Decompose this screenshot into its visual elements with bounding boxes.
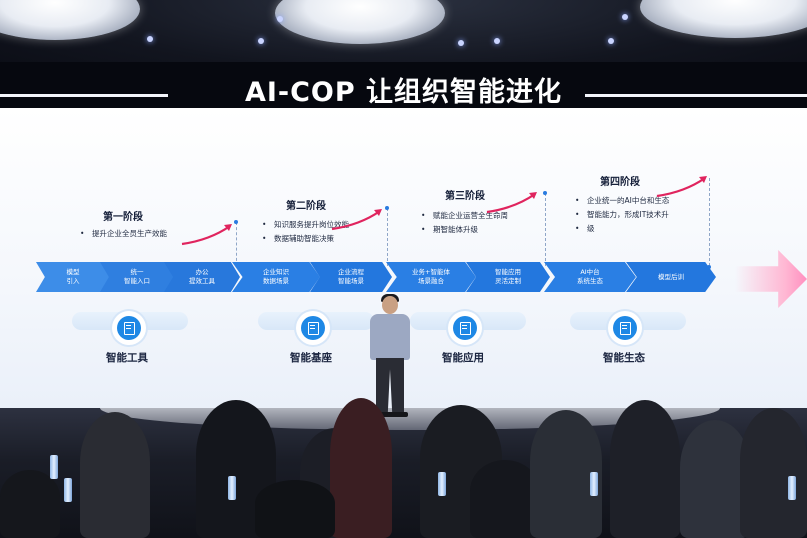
category-label-4: 智能生态 [603,352,645,364]
stage-divider [545,193,546,266]
audience-member [255,480,335,538]
spotlight [147,36,153,42]
stage-2-bullet-1: 知识服务提升岗位效能 [262,218,349,232]
spotlight [622,14,628,20]
stage-3-bullet-2: 期智能体升级 [421,223,478,237]
stage-2-bullet-2: 数据辅助智能决策 [262,232,334,246]
timeline-step: 企业流程智能场景 [310,262,392,292]
title-divider-left [0,94,168,97]
stage-divider-dot [385,206,389,210]
stage-divider [709,178,710,266]
stage-1-bullet-1: 提升企业全员生产效能 [80,227,167,241]
timeline-step: 业务+智能体场景融合 [386,262,476,292]
stage-3-title: 第三阶段 [445,191,485,202]
water-bottle [438,472,446,496]
spotlight [608,38,614,44]
timeline-step: AI中台系统生态 [544,262,636,292]
document-icon [619,321,631,335]
spotlight [458,40,464,46]
ceiling-lamp [0,0,140,40]
stage-divider [387,208,388,266]
audience-member [0,470,60,538]
stage-4-bullet-3: 级 [576,222,595,236]
stage-divider-dot [707,265,711,269]
timeline-step: 智能应用灵活定制 [466,262,550,292]
document-icon [307,321,319,335]
growth-arrow-icon [331,209,382,231]
audience-member [330,398,392,538]
stage-3-bullet-1: 赋能企业运营全生命周 [421,209,508,223]
growth-arrow-icon [656,176,707,198]
stage-1-title: 第一阶段 [103,212,143,223]
title-divider-right [585,94,807,97]
category-label-3: 智能应用 [442,352,484,364]
speaker [364,294,418,422]
growth-arrow-icon [486,192,537,214]
stage-divider-dot [234,220,238,224]
audience-member [470,460,540,538]
stage-4-title: 第四阶段 [600,177,640,188]
timeline-step: 模型后训 [626,262,716,292]
water-bottle [228,476,236,500]
growth-arrow-icon [181,224,232,246]
stage-4-bullet-1: 企业统一的AI中台和生态 [575,194,669,208]
title-band [0,62,807,110]
timeline-step: 统一智能入口 [100,262,174,292]
audience-member [610,400,680,538]
audience-member [80,412,150,538]
category-badge [112,311,146,345]
spotlight [277,16,283,22]
water-bottle [50,455,58,479]
category-badge [448,311,482,345]
document-icon [459,321,471,335]
water-bottle [64,478,72,502]
audience-member [740,408,807,538]
water-bottle [590,472,598,496]
stage-4-bullet-2: 智能能力，形成IT技术升 [575,208,669,222]
category-badge [608,311,642,345]
stage-2-title: 第二阶段 [286,201,326,212]
ceiling-lamp [275,0,445,44]
spotlight [494,38,500,44]
spotlight [258,38,264,44]
timeline-step: 办公提效工具 [164,262,240,292]
timeline-step: 企业知识数据场景 [232,262,320,292]
timeline-bar: 模型引入 统一智能入口 办公提效工具 企业知识数据场景 企业流程智能场景 业务+… [0,262,720,292]
water-bottle [788,476,796,500]
slide-title: AI-COP 让组织智能进化 [244,77,563,108]
category-label-2: 智能基座 [290,352,332,364]
stage-divider-dot [543,191,547,195]
ceiling-lamp [640,0,807,38]
audience-member [680,420,750,538]
document-icon [123,321,135,335]
category-label-1: 智能工具 [106,352,148,364]
stage-divider [236,222,237,266]
category-badge [296,311,330,345]
timeline-step: 模型引入 [36,262,110,292]
